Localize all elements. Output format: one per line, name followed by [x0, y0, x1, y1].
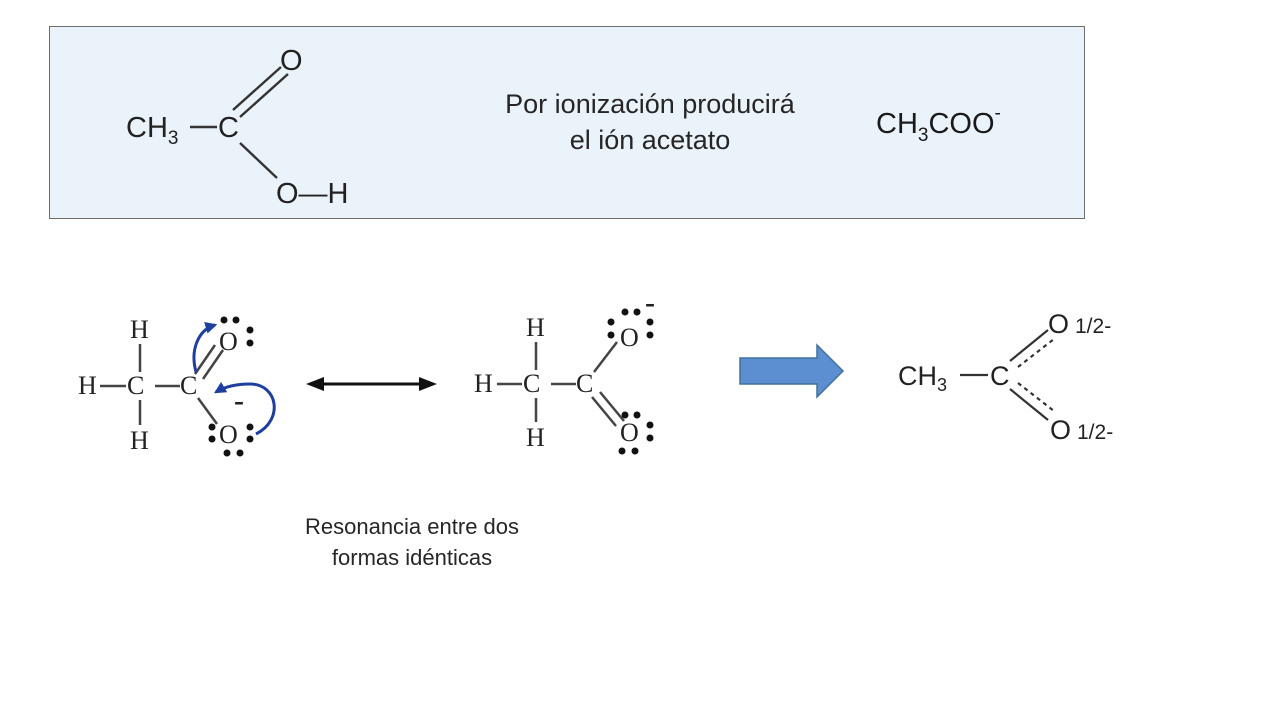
hybrid-o-top-charge: 1/2-	[1075, 315, 1111, 338]
ionization-caption: Por ionización producirá el ión acetato	[460, 86, 840, 158]
lewis-left-lone-pairs	[208, 316, 254, 457]
resonance-hybrid: CH3 C O 1/2- O 1/2-	[898, 309, 1113, 445]
hybrid-o-bottom: O	[1050, 415, 1071, 445]
formula-subscript: 3	[917, 125, 929, 146]
lewis-left-carbon1: C	[127, 371, 144, 400]
acetate-formula: CH3COO-	[876, 104, 1001, 145]
lewis-left-h-bottom: H	[130, 426, 149, 455]
lewis-left-h-top: H	[130, 315, 149, 344]
formula-rest: COO	[928, 108, 995, 140]
lewis-right-bonds	[497, 341, 625, 427]
formula-main: CH	[876, 108, 918, 140]
hybrid-ch3-label: CH3	[898, 361, 947, 395]
lewis-right-h-top: H	[526, 313, 545, 342]
lewis-right-lone-pairs	[607, 308, 654, 455]
resonance-arrow	[306, 377, 437, 391]
hybrid-carbon-label: C	[990, 361, 1010, 391]
resonance-caption: Resonancia entre dos formas idénticas	[262, 511, 562, 573]
lewis-left-h-left: H	[78, 371, 97, 400]
lewis-left-o-bottom: O	[219, 420, 238, 449]
acetic-acid-bonds	[190, 66, 289, 179]
ionization-caption-line2: el ión acetato	[569, 125, 731, 155]
hydroxyl-label: O—H	[276, 178, 349, 210]
lewis-right-o-bottom: O	[620, 418, 639, 447]
lewis-left-charge: -	[234, 384, 244, 417]
lewis-structure-left: H H H C C O O -	[78, 315, 276, 457]
lewis-left-carbon2: C	[180, 371, 197, 400]
lewis-left-bonds	[100, 344, 225, 425]
block-arrow	[739, 343, 845, 399]
lewis-left-o-top: O	[219, 327, 238, 356]
curved-arrow-lone-pair	[213, 381, 276, 436]
hybrid-o-bottom-charge: 1/2-	[1077, 421, 1113, 444]
hybrid-bonds	[960, 329, 1055, 421]
curved-arrow-pi-bond	[192, 321, 218, 373]
hybrid-o-top: O	[1048, 309, 1069, 339]
carbonyl-oxygen-label: O	[280, 45, 303, 77]
lewis-right-carbon2: C	[576, 369, 593, 398]
lewis-right-charge: -	[645, 286, 655, 319]
ch3-label: CH3	[126, 112, 178, 149]
resonance-caption-line1: Resonancia entre dos	[304, 514, 520, 539]
lewis-right-o-top: O	[620, 323, 639, 352]
lewis-right-h-left: H	[474, 369, 493, 398]
ionization-caption-line1: Por ionización producirá	[505, 89, 795, 119]
carbon-label: C	[218, 112, 239, 144]
lewis-right-carbon1: C	[523, 369, 540, 398]
lewis-structure-right: H H H C C O O -	[474, 286, 655, 455]
lewis-right-h-bottom: H	[526, 423, 545, 452]
acetic-acid-panel	[49, 26, 1085, 219]
formula-charge: -	[994, 103, 1001, 124]
resonance-caption-line2: formas idénticas	[331, 545, 493, 570]
